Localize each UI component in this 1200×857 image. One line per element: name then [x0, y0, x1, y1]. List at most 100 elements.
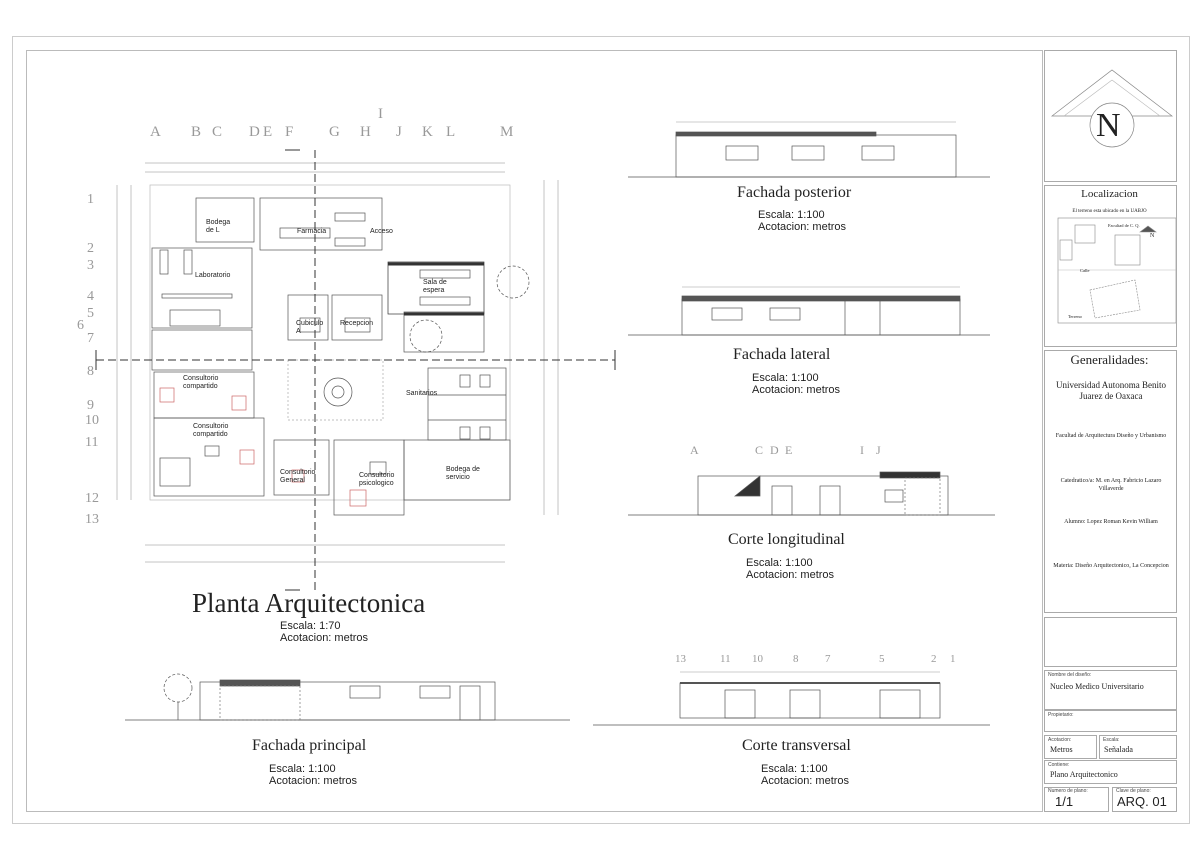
grid-letter: F: [285, 124, 294, 140]
room-label-recepcion: Recepcion: [340, 320, 374, 327]
contiene-label: Contiene:: [1048, 762, 1070, 768]
acotacion-label: Acotacion:: [1048, 737, 1072, 743]
acotacion-value: Metros: [1050, 745, 1073, 754]
grid-letter: G: [329, 124, 340, 140]
room-label-bodega: Bodega de L: [206, 219, 231, 234]
axis-label: A: [690, 443, 699, 457]
owner-panel: [1044, 710, 1177, 732]
axis-label: 2: [931, 653, 937, 665]
location-north-letter: N: [1150, 233, 1155, 239]
design-name-panel: [1044, 670, 1177, 710]
sheet-outer-frame: [12, 36, 1190, 824]
location-text: El terreno esta ubicado en la UABJO: [1072, 209, 1147, 214]
axis-label: 5: [879, 653, 885, 665]
fachada-principal-title: Fachada principal: [252, 737, 367, 754]
plan-title: Planta Arquitectonica: [192, 588, 426, 618]
grid-number: 1: [87, 192, 94, 207]
floor-plan-dimensions: [116, 162, 559, 563]
north-panel: [1044, 50, 1177, 182]
grid-letter: L: [446, 124, 456, 140]
room-label-sala-espera: Sala de espera: [423, 279, 447, 294]
location-label-calle: Calle: [1080, 268, 1090, 273]
room-label-acceso: Acceso: [370, 228, 393, 235]
design-name: Nucleo Medico Universitario: [1050, 682, 1144, 691]
north-arrow-graphic: [1050, 69, 1174, 148]
axis-label: D: [770, 443, 779, 457]
corte-transversal-title: Corte transversal: [742, 737, 851, 754]
grid-letter: D: [249, 124, 260, 140]
corte-longitudinal-scale: Escala: 1:100: [746, 557, 813, 569]
fachada-posterior-title: Fachada posterior: [737, 184, 852, 201]
room-label-consultorio-compartido-1: Consultorio compartido: [183, 375, 219, 390]
clave-label: Clave de plano:: [1116, 788, 1151, 794]
axis-label: 13: [675, 653, 686, 665]
grid-letter: J: [396, 124, 402, 140]
room-label-bodega-servicio: Bodega de servicio: [446, 466, 480, 481]
generalidades-title: Generalidades:: [1070, 352, 1149, 367]
room-label-sanitarios: Sanitarios: [406, 390, 438, 397]
room-label-farmacia: Farmacia: [297, 228, 327, 235]
axis-label: 11: [720, 653, 731, 665]
escala-value: Señalada: [1104, 745, 1133, 754]
plan-scale: Escala: 1:70: [280, 620, 341, 632]
corte-transversal-drawing: [593, 671, 990, 726]
grid-number: 4: [87, 289, 94, 304]
fachada-posterior-units: Acotacion: metros: [758, 221, 847, 233]
grid-letter: E: [263, 124, 273, 140]
numero-label: Numero de plano:: [1048, 788, 1088, 794]
clave-value: ARQ. 01: [1117, 794, 1167, 809]
fachada-lateral-drawing: [628, 286, 990, 336]
floor-plan-walls: [149, 184, 530, 516]
fachada-posterior-drawing: [628, 121, 990, 178]
location-title: Localizacion: [1081, 188, 1138, 200]
alumno: Alumno: Lopez Roman Kevin William: [1064, 519, 1158, 525]
corte-transversal-units: Acotacion: metros: [761, 775, 850, 787]
contiene-value: Plano Arquitectonico: [1050, 770, 1118, 779]
grid-letter: K: [422, 124, 433, 140]
owner-label: Propietario:: [1048, 712, 1074, 718]
corte-transversal-scale: Escala: 1:100: [761, 763, 828, 775]
blank-panel: [1044, 617, 1177, 667]
grid-letter: H: [360, 124, 371, 140]
location-label-terreno: Terreno: [1068, 314, 1082, 319]
drawing-area-frame: [26, 50, 1043, 812]
fachada-principal-drawing: [125, 673, 570, 721]
axis-label: J: [876, 443, 881, 457]
design-name-label: Nombre del diseño:: [1048, 672, 1092, 678]
grid-number: 13: [85, 512, 99, 527]
grid-number: 6: [77, 318, 84, 333]
north-letter: N: [1096, 107, 1121, 144]
corte-longitudinal-drawing: [628, 471, 995, 516]
grid-number: 3: [87, 258, 94, 273]
numero-value: 1/1: [1055, 794, 1074, 809]
axis-label: 7: [825, 653, 831, 665]
fachada-lateral-units: Acotacion: metros: [752, 384, 841, 396]
escala-label: Escala:: [1103, 737, 1120, 743]
contiene-panel: [1044, 760, 1177, 784]
grid-number: 9: [87, 398, 94, 413]
corte-longitudinal-units: Acotacion: metros: [746, 569, 835, 581]
grid-number: 11: [85, 435, 99, 450]
grid-letter: B: [191, 124, 202, 140]
escala-panel: [1099, 735, 1177, 759]
room-label-laboratorio: Laboratorio: [195, 272, 231, 279]
axis-label: 8: [793, 653, 799, 665]
room-label-consultorio-general: Consultorio General: [280, 469, 316, 484]
section-cut-lines: [96, 150, 615, 590]
axis-label: 1: [950, 653, 956, 665]
grid-number: 12: [85, 491, 99, 506]
plan-units: Acotacion: metros: [280, 632, 369, 644]
room-label-consultorio-psicologico: Consultorio psicologico: [359, 472, 395, 487]
clave-panel: [1112, 787, 1177, 812]
location-label-facultad: Facultad de C. Q.: [1108, 223, 1140, 228]
fachada-principal-scale: Escala: 1:100: [269, 763, 336, 775]
faculty-name: Facultad de Arquitectura Diseño y Urbani…: [1055, 433, 1167, 439]
grid-number: 7: [87, 331, 94, 346]
axis-label: E: [785, 443, 793, 457]
acotacion-panel: [1044, 735, 1097, 759]
grid-number: 5: [87, 306, 94, 321]
grid-letter: M: [500, 124, 514, 140]
room-label-cubiculo: Cubiculo A: [296, 320, 324, 335]
numero-panel: [1044, 787, 1109, 812]
